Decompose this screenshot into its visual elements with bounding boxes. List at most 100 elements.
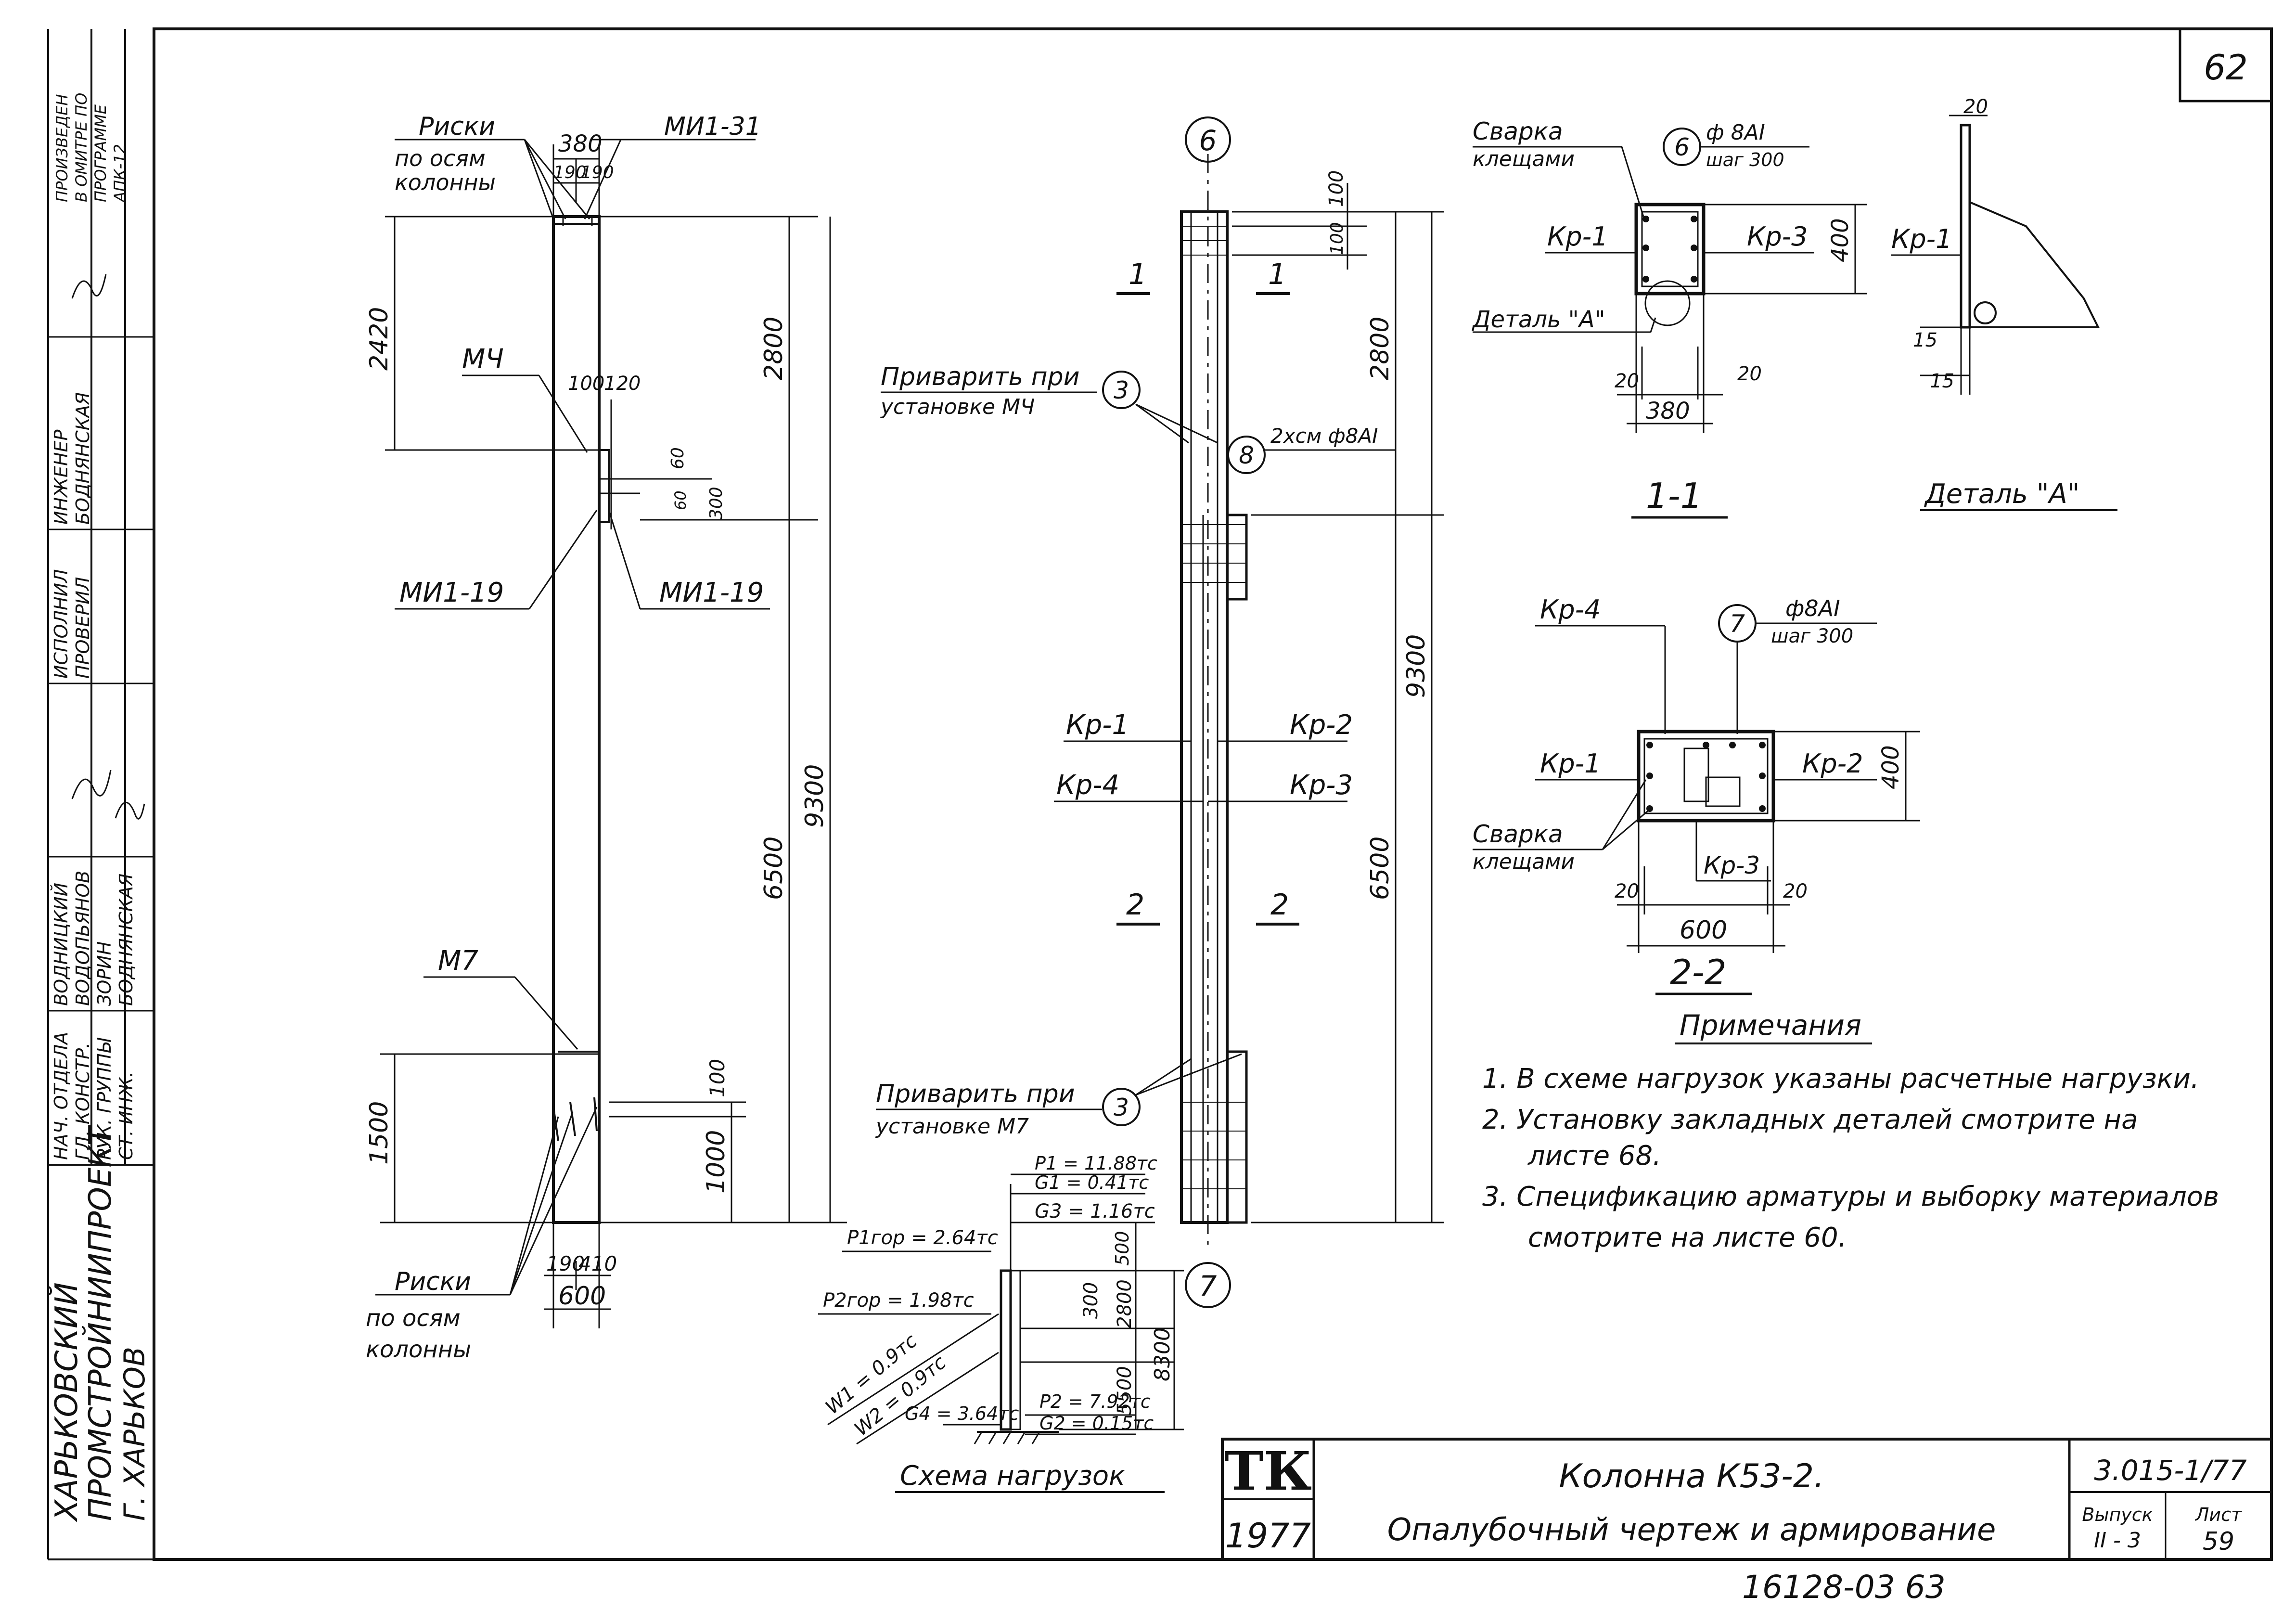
- stamp-check-role-2: ПРОВЕРИЛ: [72, 577, 93, 679]
- dim-5500-load: 5500: [1114, 1366, 1136, 1415]
- stamp-org-2: ПРОМСТРОЙНИИПРОЕКТ: [82, 1124, 118, 1521]
- s1-weld-1: Сварка: [1473, 117, 1563, 145]
- stamp-name-1: ВОДНИЦКИЙ: [51, 883, 72, 1006]
- dim-6500-mid: 6500: [1366, 837, 1395, 900]
- axis-7-circle: [1185, 1262, 1231, 1308]
- circle-3b: 3: [1114, 1094, 1129, 1121]
- sheet-number: 62: [2204, 47, 2248, 88]
- load-p1: P1 = 11.88тс: [1035, 1153, 1157, 1174]
- s2-dim-400: 400: [1877, 745, 1904, 789]
- s2-step: шаг 300: [1771, 625, 1853, 647]
- dim-190a-left: 190: [553, 163, 587, 182]
- mi1-19-right-label: МИ1-19: [659, 577, 764, 608]
- s1-dim-400: 400: [1827, 218, 1854, 262]
- kr3-mid: Кр-3: [1290, 770, 1353, 801]
- notes-title: Примечания: [1680, 1009, 1861, 1042]
- dim-9300-mid: 9300: [1402, 634, 1431, 698]
- dim-1000-left: 1000: [702, 1130, 731, 1194]
- load-scheme: P1 = 11.88тс G1 = 0.41тс G3 = 1.16тс P1г…: [818, 1153, 1184, 1493]
- dim-100b-left: 100: [705, 1059, 729, 1097]
- bottom-stamp: 16128-03 63: [1742, 1569, 1946, 1606]
- s2-kr1: Кр-1: [1540, 748, 1601, 779]
- stamp-check-name-1: ИНЖЕНЕР: [51, 429, 72, 525]
- dim-120-mch: 120: [604, 373, 641, 395]
- dim-100-mch: 100: [568, 373, 604, 395]
- stamp-check-name-2: БОДНЯНСКАЯ: [72, 392, 93, 525]
- stamp-org-1: ХАРЬКОВСКИЙ: [48, 1282, 85, 1522]
- circle-8: 8: [1239, 441, 1254, 469]
- tb-subtitle: Опалубочный чертеж и армирование: [1387, 1512, 1996, 1548]
- dim-410-left: 410: [578, 1252, 617, 1275]
- dim-60b-mch: 60: [671, 490, 690, 510]
- tb-mark: ТК: [1224, 1440, 1312, 1502]
- s1-dim-20b: 20: [1737, 363, 1762, 385]
- stamp-check-role-1: ИСПОЛНИЛ: [51, 569, 72, 679]
- load-scheme-title: Схема нагрузок: [900, 1460, 1125, 1492]
- risks-top-1: Риски: [419, 112, 495, 141]
- stamp-made-3: ПРОГРАММЕ: [91, 104, 110, 202]
- note-3: 3. Спецификацию арматуры и выборку матер…: [1482, 1181, 2219, 1212]
- s1-step: шаг 300: [1706, 149, 1784, 170]
- dim-600-left: 600: [558, 1282, 606, 1311]
- s1-circle-6: 6: [1674, 133, 1690, 161]
- sec-2-right: 2: [1270, 888, 1289, 922]
- da-label: Деталь "А": [1924, 478, 2080, 510]
- dim-100-mid: 100: [1325, 170, 1347, 207]
- risks-bottom-1: Риски: [395, 1267, 471, 1296]
- section-1-1: Сварка клещами 6 ф 8АI шаг 300 Кр-1 Кр-3…: [1472, 117, 1867, 519]
- kr4-mid: Кр-4: [1056, 770, 1119, 801]
- kr2-mid: Кр-2: [1290, 709, 1353, 741]
- load-g3: G3 = 1.16тс: [1035, 1200, 1155, 1223]
- axis-6-label: 6: [1199, 124, 1217, 157]
- stamp-role-2: ГЛ. КОНСТР.: [72, 1043, 93, 1160]
- weld-bottom-1: Приварить при: [876, 1080, 1075, 1108]
- s1-detail: Деталь "А": [1472, 306, 1605, 333]
- axis-7-label: 7: [1199, 1270, 1217, 1302]
- s1-kr3: Кр-3: [1747, 221, 1808, 252]
- dim-60-mch: 60: [668, 447, 688, 469]
- circle-3a: 3: [1114, 376, 1129, 404]
- tb-title: Колонна К53-2.: [1559, 1457, 1824, 1495]
- stamp-role-4: СТ. ИНЖ.: [115, 1071, 137, 1160]
- risks-bottom-3: колонны: [366, 1336, 471, 1363]
- stamp-role-3: РУК. ГРУППЫ: [94, 1037, 115, 1160]
- mi1-31-label: МИ1-31: [664, 112, 761, 141]
- load-p2gor: P2гор = 1.98тс: [823, 1289, 974, 1312]
- stamp-name-4: БОДНЯНСКАЯ: [115, 874, 137, 1006]
- stamp-made-2: В ОМИТРЕ ПО: [72, 93, 90, 202]
- s2-kr2: Кр-2: [1802, 748, 1863, 779]
- note-2b: листе 68.: [1527, 1140, 1661, 1171]
- tb-sheet-value: 59: [2203, 1527, 2234, 1556]
- s1-weld-2: клещами: [1473, 147, 1575, 171]
- da-dim-15a: 15: [1913, 329, 1937, 351]
- dim-100b-mid: 100: [1327, 222, 1347, 255]
- section-2-2: Кр-4 7 ф8АI шаг 300 Кр-1 Кр-2 400 Сварка…: [1473, 594, 1920, 995]
- stamp-role-1: НАЧ. ОТДЕЛА: [51, 1032, 72, 1160]
- weld-top-2: установке МЧ: [880, 395, 1035, 419]
- dim-1500-left: 1500: [365, 1101, 394, 1165]
- detail-a: 20 Кр-1 15 15 Деталь "А": [1891, 96, 2117, 511]
- s2-weld-1: Сварка: [1473, 820, 1563, 848]
- stamp-name-3: ЗОРИН: [94, 941, 115, 1006]
- s2-label: 2-2: [1670, 952, 1727, 992]
- side-stamp: ХАРЬКОВСКИЙ ПРОМСТРОЙНИИПРОЕКТ Г. ХАРЬКО…: [47, 29, 154, 1559]
- stamp-name-2: ВОДОПЬЯНОВ: [72, 871, 93, 1006]
- dim-2800-mid: 2800: [1366, 317, 1395, 380]
- weld-bottom-2: установке М7: [875, 1114, 1029, 1139]
- dim-190c-left: 190: [546, 1252, 585, 1275]
- s1-dim-380: 380: [1646, 398, 1690, 425]
- stamp-org-3: Г. ХАРЬКОВ: [118, 1347, 152, 1521]
- da-dim-15b: 15: [1930, 370, 1954, 392]
- kr1-mid: Кр-1: [1066, 709, 1129, 741]
- da-kr1: Кр-1: [1891, 224, 1952, 254]
- s2-dim-20b: 20: [1783, 880, 1808, 902]
- m7-label: М7: [438, 945, 478, 977]
- sec-1-left: 1: [1129, 257, 1147, 291]
- tb-issue-value: II - 3: [2094, 1528, 2141, 1553]
- sheet-number-box: [2179, 27, 2273, 103]
- s1-dim-20a: 20: [1615, 370, 1639, 392]
- s2-circle-7: 7: [1730, 610, 1745, 638]
- risks-bottom-2: по осям: [366, 1305, 461, 1332]
- column-outline-left: [552, 215, 601, 1224]
